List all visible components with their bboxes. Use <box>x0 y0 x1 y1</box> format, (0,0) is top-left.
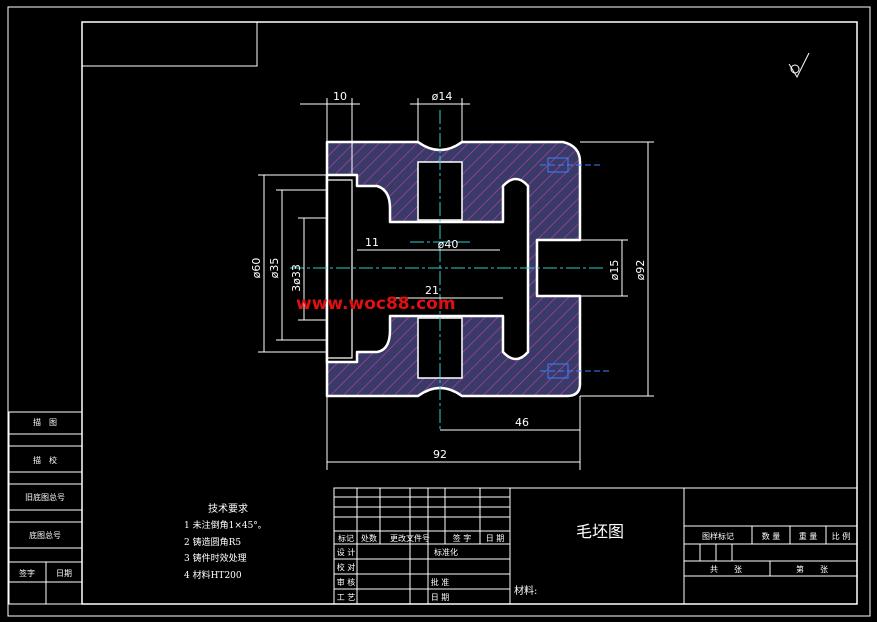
part-section-view <box>290 110 610 430</box>
roughness-symbol-icon <box>788 52 810 79</box>
tb-weight: 重 量 <box>799 531 818 541</box>
title-block <box>333 487 858 605</box>
tech-req-heading: 技术要求 <box>208 502 248 515</box>
stamp-trace: 描 图 <box>33 417 57 427</box>
dim-11: 11 <box>365 236 379 249</box>
tb-sheet-no: 第 张 <box>796 564 828 574</box>
stamp-base-no: 底图总号 <box>29 530 61 540</box>
tb-standard: 标准化 <box>434 547 458 557</box>
tech-req-item: 3 铸件时效处理 <box>184 552 247 564</box>
watermark-text: www.woc88.com <box>296 294 456 314</box>
tech-req-item: 1 未注倒角1×45°。 <box>184 519 267 531</box>
drawing-title: 毛坯图 <box>576 522 624 541</box>
dim-d14: ø14 <box>432 90 453 103</box>
tb-doc: 更改文件号 <box>390 533 430 543</box>
dim-3d33: 3ø33 <box>290 264 303 292</box>
dim-d92: ø92 <box>634 260 647 281</box>
tb-stage-mark: 图样标记 <box>702 531 734 541</box>
dimension-lines <box>258 98 654 470</box>
tb-sign: 签 字 <box>453 533 472 543</box>
tb-total-sheets: 共 张 <box>710 565 742 574</box>
tb-check: 校 对 <box>337 562 356 572</box>
outer-border <box>7 6 871 617</box>
tb-review: 审 核 <box>337 577 356 587</box>
tb-count: 处数 <box>361 533 377 543</box>
top-left-box <box>81 21 258 67</box>
tb-date: 日 期 <box>486 534 505 543</box>
stamp-old-base: 旧底图总号 <box>25 492 65 502</box>
dim-d60: ø60 <box>250 258 263 279</box>
tech-req-item: 4 材料HT200 <box>184 569 242 581</box>
tb-process: 工 艺 <box>337 593 356 602</box>
stamp-sign: 签字 <box>19 568 35 578</box>
material-label: 材料: <box>514 584 537 597</box>
dim-d40: ø40 <box>438 238 459 251</box>
tb-mark: 标记 <box>338 533 354 543</box>
left-stamp-box <box>8 411 83 605</box>
dim-21: 21 <box>425 284 439 297</box>
dim-46: 46 <box>515 416 529 429</box>
stamp-trace-check: 描 校 <box>33 455 57 465</box>
dim-92: 92 <box>433 448 447 461</box>
tech-req-item: 2 铸造圆角R5 <box>184 536 241 548</box>
stamp-date: 日期 <box>56 569 72 578</box>
tb-date2: 日 期 <box>431 593 450 602</box>
tb-design: 设 计 <box>337 547 356 557</box>
tb-quantity: 数 量 <box>762 531 781 541</box>
tb-approve: 批 准 <box>431 577 450 587</box>
tb-scale: 比 例 <box>832 531 851 541</box>
dim-10: 10 <box>333 90 347 103</box>
dim-d35: ø35 <box>268 258 281 279</box>
dim-d15: ø15 <box>608 260 621 281</box>
